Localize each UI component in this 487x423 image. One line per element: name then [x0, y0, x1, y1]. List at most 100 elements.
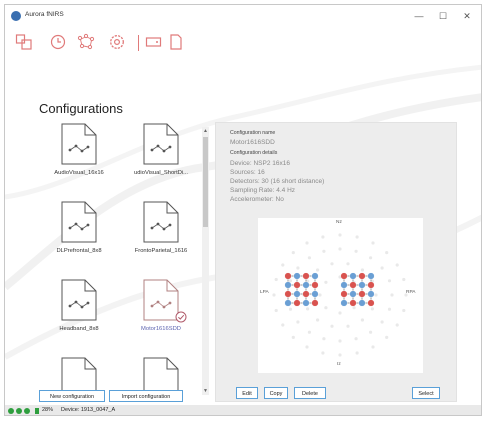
scalp-position-dot — [338, 339, 342, 343]
scalp-position-dot — [272, 293, 276, 297]
config-label: Headband_8x8 — [59, 326, 99, 332]
scalp-position-dot — [324, 280, 328, 284]
detector-optode — [293, 290, 301, 298]
scalp-position-dot — [370, 307, 374, 311]
config-item[interactable]: AudioVisual_16x16 — [39, 123, 119, 195]
scalp-position-dot — [338, 311, 342, 315]
scalp-position-dot — [338, 233, 342, 237]
scalp-position-dot — [296, 320, 300, 324]
config-item-selected[interactable]: Motor1616SDD — [121, 279, 201, 351]
scalp-position-dot — [374, 293, 378, 297]
detector-optode — [311, 272, 319, 280]
source-optode — [284, 272, 292, 280]
config-label: Motor1616SDD — [141, 326, 181, 332]
scalp-position-dot — [307, 256, 311, 260]
select-button[interactable]: Select — [412, 387, 440, 399]
status-bar: 28% Device: 1913_0047_A — [5, 405, 481, 415]
detector-optode — [311, 290, 319, 298]
scalp-position-dot — [371, 345, 375, 349]
network-icon[interactable] — [77, 33, 95, 51]
config-item[interactable] — [39, 357, 119, 393]
scalp-position-dot — [355, 235, 359, 239]
edit-button[interactable]: Edit — [236, 387, 258, 399]
config-file-icon — [143, 279, 179, 321]
list-scrollbar[interactable]: ▲ ▼ — [202, 127, 209, 395]
scalp-position-dot — [404, 293, 408, 297]
lpa-label: LPA — [260, 290, 269, 295]
sources-text: Sources: 16 — [230, 169, 265, 176]
scalp-position-dot — [395, 263, 399, 267]
config-label: DLPrefrontal_8x8 — [56, 248, 102, 254]
scalp-position-dot — [402, 277, 406, 282]
toolbar-separator — [138, 35, 139, 51]
config-file-icon — [61, 357, 97, 393]
source-optode — [284, 290, 292, 298]
scroll-down-icon[interactable]: ▼ — [203, 388, 208, 394]
scalp-position-dot — [346, 324, 350, 328]
scalp-position-dot — [355, 351, 359, 355]
detector-optode — [302, 299, 310, 307]
config-item[interactable]: udioVisual_ShortDi... — [121, 123, 201, 195]
scalp-position-dot — [387, 307, 392, 311]
config-file-icon — [61, 201, 97, 243]
detector-optode — [284, 299, 292, 307]
config-item[interactable]: Headband_8x8 — [39, 279, 119, 351]
scalp-position-dot — [318, 293, 322, 297]
detector-optode — [358, 299, 366, 307]
maximize-button[interactable]: ☐ — [438, 11, 448, 21]
status-dot-icon — [24, 408, 30, 414]
scroll-up-icon[interactable]: ▲ — [203, 128, 208, 134]
source-optode — [311, 299, 319, 307]
scalp-position-dot — [296, 266, 300, 270]
source-optode — [293, 299, 301, 307]
document-icon[interactable] — [167, 33, 185, 51]
scalp-position-dot — [274, 308, 278, 313]
detector-optode — [349, 290, 357, 298]
config-file-icon — [143, 201, 179, 243]
clock-icon[interactable] — [49, 33, 67, 51]
detector-optode — [340, 281, 348, 289]
scrollbar-thumb[interactable] — [203, 137, 208, 227]
close-button[interactable]: ✕ — [463, 11, 471, 21]
sampling-rate-text: Sampling Rate: 4.4 Hz — [230, 187, 296, 194]
scalp-position-dot — [291, 335, 295, 339]
device-status: Device: 1913_0047_A — [61, 407, 116, 413]
config-label: udioVisual_ShortDi... — [133, 170, 189, 176]
source-optode — [302, 290, 310, 298]
config-item[interactable] — [121, 357, 201, 393]
scalp-position-dot — [371, 241, 375, 245]
scalp-position-dot — [321, 235, 325, 239]
scalp-position-dot — [281, 263, 285, 267]
config-file-icon — [143, 123, 179, 165]
scalp-position-dot — [390, 293, 394, 297]
scalp-position-dot — [307, 330, 311, 334]
source-optode — [349, 281, 357, 289]
source-optode — [311, 281, 319, 289]
title-bar: Aurora fNIRS — ☐ ✕ — [5, 5, 481, 27]
minimize-button[interactable]: — — [414, 11, 424, 21]
iz-label: Iz — [337, 362, 341, 367]
config-file-icon — [143, 357, 179, 393]
settings-icon[interactable] — [108, 33, 126, 51]
config-label: FrontoParietal_1616 — [134, 248, 188, 254]
config-item[interactable]: DLPrefrontal_8x8 — [39, 201, 119, 273]
new-configuration-button[interactable]: New configuration — [39, 390, 105, 402]
scalp-position-dot — [305, 345, 309, 349]
copy-button[interactable]: Copy — [264, 387, 288, 399]
nz-label: Nz — [336, 220, 342, 225]
scalp-position-dot — [369, 256, 373, 260]
rpa-label: RPA — [406, 290, 416, 295]
scalp-position-dot — [306, 307, 310, 311]
scalp-position-dot — [305, 241, 309, 245]
source-optode — [302, 272, 310, 280]
record-icon[interactable] — [145, 33, 163, 51]
scalp-position-dot — [395, 323, 399, 327]
detector-optode — [358, 281, 366, 289]
device-icon[interactable] — [15, 33, 33, 51]
import-configuration-button[interactable]: Import configuration — [109, 390, 183, 402]
scalp-position-dot — [380, 320, 384, 324]
scalp-position-dot — [369, 330, 373, 334]
config-item[interactable]: FrontoParietal_1616 — [121, 201, 201, 273]
delete-button[interactable]: Delete — [294, 387, 326, 399]
status-dot-icon — [16, 408, 22, 414]
